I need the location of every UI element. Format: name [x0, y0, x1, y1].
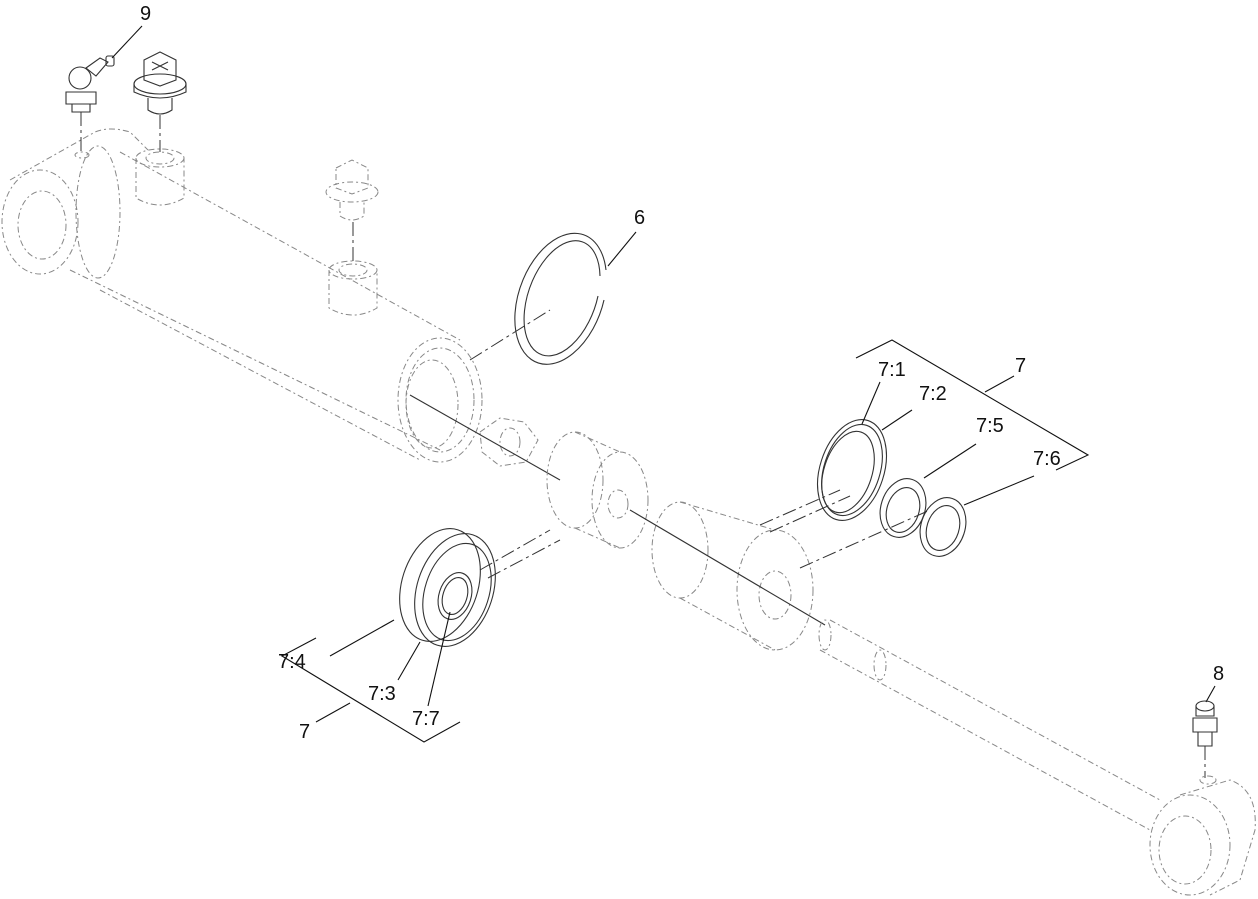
callout-7-1: 7:1: [878, 359, 906, 381]
callout-7-4: 7:4: [278, 651, 306, 673]
piston: [629, 501, 826, 651]
gland: [546, 431, 649, 549]
callout-7-2: 7:2: [919, 383, 947, 405]
callout-6: 6: [634, 207, 645, 229]
callout-7-5: 7:5: [976, 415, 1004, 437]
callout-8: 8: [1213, 663, 1224, 685]
piston-nut: [409, 394, 561, 481]
callout-7-6: 7:6: [1033, 448, 1061, 470]
bracket-upper-7: [855, 339, 1090, 471]
retaining-ring: [469, 232, 607, 365]
callout-7-upper: 7: [1015, 355, 1026, 377]
rod-eye: [1149, 775, 1256, 896]
plug-bolt-small: [325, 159, 379, 264]
callout-7-3: 7:3: [368, 683, 396, 705]
piston-rod: [818, 619, 1161, 831]
grease-fitting-angled: [65, 55, 115, 152]
callout-7-7: 7:7: [412, 708, 440, 730]
seal-pack-7-3-7-4-7-7: [399, 528, 496, 647]
callout-7-lower: 7: [299, 721, 310, 743]
plug-bolt-large: [133, 51, 187, 152]
leader-lines: [111, 25, 1216, 707]
ring-7-6: [919, 497, 967, 557]
grease-fitting-straight: [1192, 700, 1218, 778]
callout-9: 9: [140, 3, 151, 25]
callout-labels: 9 6 7 7:1 7:2 7:5 7:6 7:4 7:3 7:7 7 8: [140, 3, 1224, 743]
ring-7-5: [879, 478, 927, 538]
bracket-lower-7: [280, 637, 461, 743]
seal-7-1-7-2: [817, 419, 887, 521]
cylinder-barrel: [1, 128, 483, 463]
